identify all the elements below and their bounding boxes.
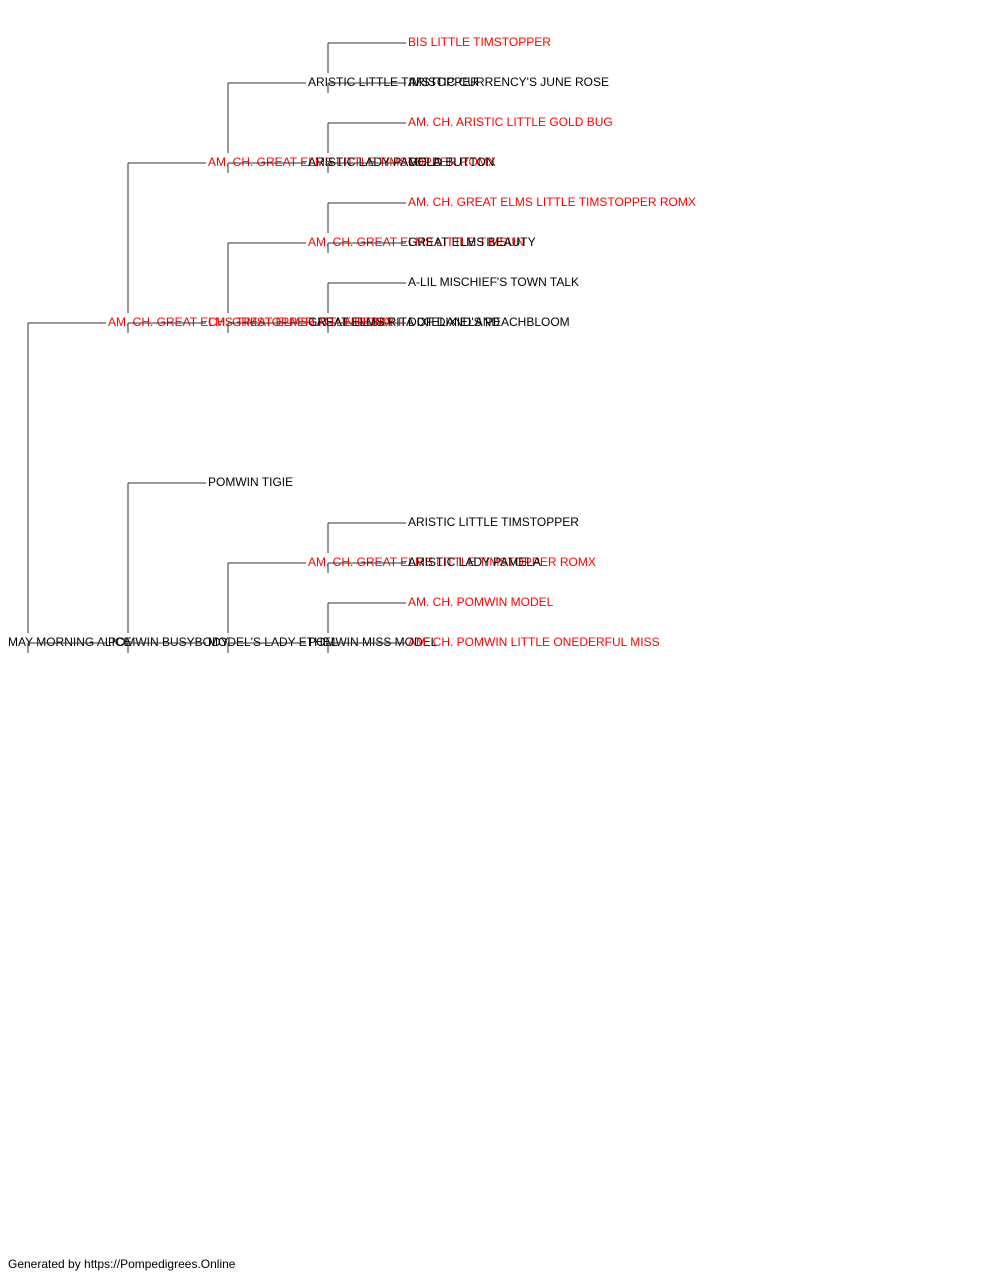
pedigree-name-ch-great-elms-little-debby-ii[interactable]: CH. GREAT ELMS LITTLE DEBBY II xyxy=(208,315,405,329)
pedigree-name-am-ch-great-elms-little-timstopper-romx[interactable]: AM. CH. GREAT ELMS LITTLE TIMSTOPPER ROM… xyxy=(408,195,696,209)
pedigree-name-am-ch-pomwin-model[interactable]: AM. CH. POMWIN MODEL xyxy=(408,595,554,609)
pedigree-name-am-ch-pomwin-little-onederful-miss[interactable]: AM. CH. POMWIN LITTLE ONEDERFUL MISS xyxy=(408,635,660,649)
pedigree-name-dixieland-s-peachbloom[interactable]: DIXIELAND'S PEACHBLOOM xyxy=(408,315,570,329)
pedigree-name-pomwin-busybody[interactable]: POMWIN BUSYBODY xyxy=(108,635,229,649)
pedigree-name-may-morning-alice[interactable]: MAY MORNING ALICE xyxy=(8,635,132,649)
pedigree-name-model-s-lady-ethel[interactable]: MODEL'S LADY ETHEL xyxy=(208,635,338,649)
pedigree-name-great-elms-rita-of-dixieland[interactable]: GREAT ELMS RITA OF DIXIELAND xyxy=(308,315,500,329)
pedigree-name-pomwin-miss-model[interactable]: POMWIN MISS MODEL xyxy=(308,635,438,649)
pedigree-name-aristic-little-timstopper[interactable]: ARISTIC LITTLE TIMSTOPPER xyxy=(308,75,479,89)
pedigree-name-pomwin-tigie[interactable]: POMWIN TIGIE xyxy=(208,475,293,489)
pedigree-name-aristic-currency-s-june-rose[interactable]: ARISTIC CURRENCY'S JUNE ROSE xyxy=(408,75,609,89)
pedigree-name-am-ch-great-elms-little-timsun[interactable]: AM. CH. GREAT ELMS LITTLE TIMSUN xyxy=(308,235,525,249)
pedigree-name-aristic-lady-pamela[interactable]: ARISTIC LADY PAMELA xyxy=(408,555,541,569)
pedigree-name-am-ch-great-elms-timstopper-again-romx[interactable]: AM. CH. GREAT ELMS TIMSTOPPER AGAIN ROMX xyxy=(108,315,393,329)
pedigree-name-aristic-little-timstopper[interactable]: ARISTIC LITTLE TIMSTOPPER xyxy=(408,515,579,529)
pedigree-name-a-lil-mischief-s-town-talk[interactable]: A-LIL MISCHIEF'S TOWN TALK xyxy=(408,275,579,289)
pedigree-name-aristic-lady-pamela[interactable]: ARISTIC LADY PAMELA xyxy=(308,155,441,169)
pedigree-name-great-elms-beauty[interactable]: GREAT ELMS BEAUTY xyxy=(408,235,536,249)
pedigree-name-am-ch-great-elms-little-timstopper-romx[interactable]: AM. CH. GREAT ELMS LITTLE TIMSTOPPER ROM… xyxy=(308,555,596,569)
pedigree-name-gold-button[interactable]: GOLD BUTTON xyxy=(408,155,494,169)
footer-credit: Generated by https://Pompedigrees.Online xyxy=(8,1257,236,1271)
pedigree-name-am-ch-great-elms-little-timstopper-romx[interactable]: AM. CH. GREAT ELMS LITTLE TIMSTOPPER ROM… xyxy=(208,155,496,169)
pedigree-name-bis-little-timstopper[interactable]: BIS LITTLE TIMSTOPPER xyxy=(408,35,551,49)
pedigree-name-am-ch-aristic-little-gold-bug[interactable]: AM. CH. ARISTIC LITTLE GOLD BUG xyxy=(408,115,613,129)
